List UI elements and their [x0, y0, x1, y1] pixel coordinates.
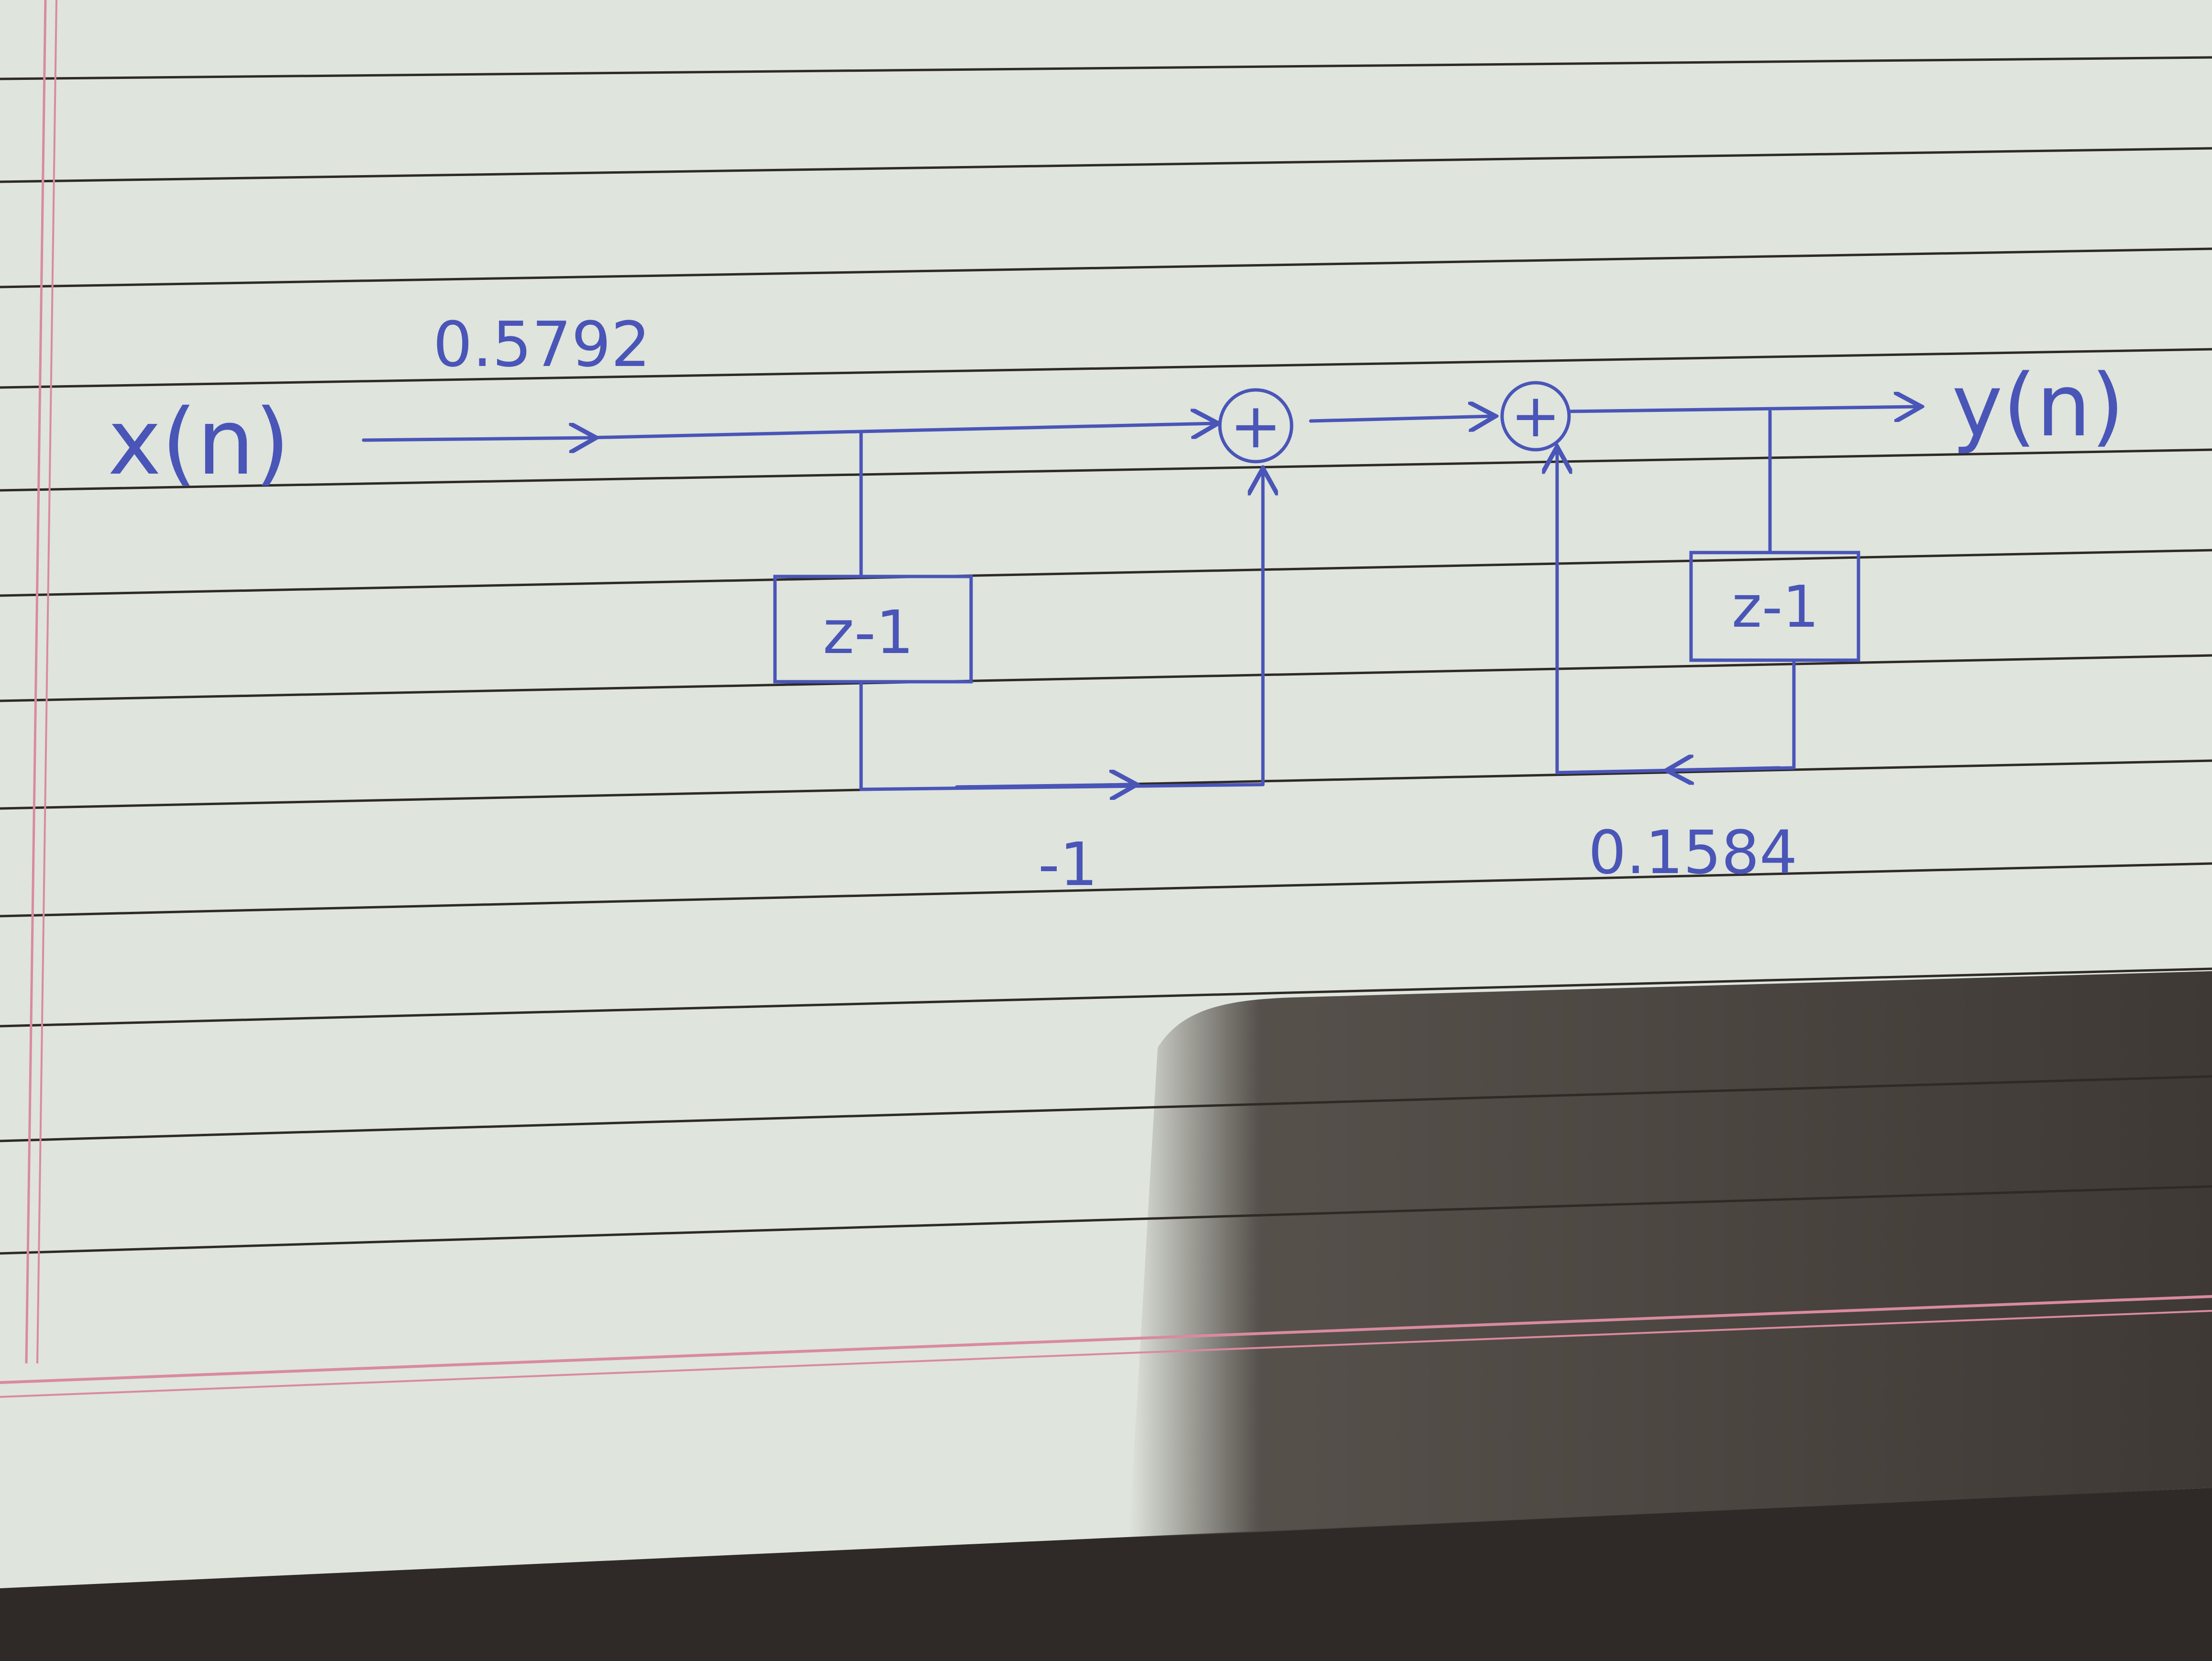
adder-1: +	[1218, 388, 1294, 464]
signal-flow-diagram: x(n) 0.5792 z-1 -1 + +	[108, 308, 2124, 899]
input-line-cont	[586, 423, 1215, 440]
input-label: x(n)	[108, 389, 290, 495]
delay-block-2: z-1	[1689, 551, 1860, 662]
adder-2: +	[1500, 381, 1571, 452]
output-line	[1567, 407, 1918, 411]
input-gain-label: 0.5792	[433, 308, 651, 381]
adder-link	[1309, 416, 1493, 421]
delay-label-2: z-1	[1732, 574, 1819, 641]
delay-block-1: z-1	[773, 575, 973, 684]
feedforward-gain-label: -1	[1038, 830, 1098, 899]
adder-2-symbol: +	[1511, 381, 1561, 451]
feedback-arrow	[1670, 768, 1781, 770]
margin-lines	[0, 0, 2212, 1398]
feedback-gain-label: 0.1584	[1588, 818, 1797, 887]
output-label: y(n)	[1952, 356, 2124, 456]
delay-label-1: z-1	[823, 598, 914, 667]
paper-sheet	[0, 0, 2212, 1588]
adder-1-symbol: +	[1230, 389, 1282, 462]
feedforward-arrow	[955, 785, 1134, 787]
ruled-lines	[0, 56, 2212, 1255]
input-line	[362, 438, 593, 440]
